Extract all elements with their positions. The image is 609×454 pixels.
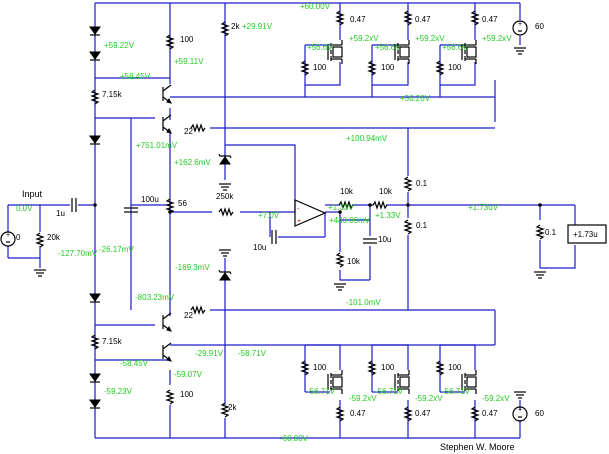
component-label-src-top: 60 [535,22,544,31]
component-label-r2k-bot: 2k [228,403,237,412]
component-label-c10u-fb: 10u [253,243,266,252]
node-voltage-label: +59.2xV [415,34,445,43]
node-voltage-label: -59.23V [104,387,133,396]
component-label-r01-top: 0.1 [416,179,428,188]
component-label-r56: 56 [178,199,187,208]
node-voltage-labels: +60.00V +59.22V +59.11V +58.45V +29.91V +59.2… [16,2,512,443]
component-label-r047-4: 0.47 [350,409,366,418]
component-label-r047-1: 0.47 [350,15,366,24]
svg-text:+: + [297,218,301,225]
node-voltage-label: +1.73uV [468,203,499,212]
node-voltage-label: +56.6V [375,43,401,52]
node-voltage-label: -56.71V [375,387,404,396]
component-label-src-in: 0 [16,233,21,242]
component-label-r100-g1: 100 [313,63,327,72]
component-label-r01-load: 0.1 [545,228,557,237]
node-voltage-label: -169.3mV [175,263,210,272]
node-voltage-label: +100.94mV [346,134,388,143]
node-voltage-label: -59.2xV [349,394,377,403]
author-credit: Stephen W. Moore [440,442,515,452]
node-voltage-label: -59.07V [174,370,203,379]
node-voltage-label: -60.00V [280,434,309,443]
component-label-r100-g2: 100 [381,63,395,72]
node-voltage-label: +162.6mV [174,158,211,167]
component-label-r100-g3: 100 [448,63,462,72]
node-voltage-label: -56.71V [442,387,471,396]
node-voltage-label: -59.2xV [415,394,443,403]
component-label-r01-bot: 0.1 [416,221,428,230]
component-label-r047-5: 0.47 [415,409,431,418]
node-voltage-label: +58.45V [120,72,151,81]
component-label-r100-b2: 100 [381,363,395,372]
component-label-c1u: 1u [56,209,65,218]
node-voltage-label: +29.91V [242,22,273,31]
node-voltage-label: +56.6V [442,43,468,52]
component-label-r100-top: 100 [180,35,194,44]
component-label-r047-3: 0.47 [482,15,498,24]
component-label-r100-b3: 100 [448,363,462,372]
node-voltage-label: +56.6V [307,43,333,52]
component-label-r10k-1: 10k [340,187,354,196]
node-voltage-label: +7.0V [258,211,280,220]
component-label-r10k-2: 10k [379,187,393,196]
node-voltage-label: +59.22V [104,41,135,50]
component-label-r100-bot: 100 [180,390,194,399]
component-label-r100-b1: 100 [313,363,327,372]
node-voltage-label: -26.17mV [99,245,134,254]
output-probe-readout: +1.73u [573,230,598,239]
component-label-r715k-bot: 7.15k [102,337,123,346]
node-voltage-label: -56.71V [307,387,336,396]
svg-text:-: - [297,206,300,213]
node-voltage-label: +59.11V [174,57,204,66]
node-voltage-label: +1.33V [375,211,401,220]
input-label: Input [22,189,43,199]
node-voltage-label: -29.91V [195,349,224,358]
node-voltage-label: +59.2xV [349,34,379,43]
node-voltage-label: +60.00V [300,2,331,11]
node-voltage-label: +751.01mV [136,141,178,150]
node-voltage-label: +1.33V [328,203,354,212]
component-label-r22-bot: 22 [184,311,193,320]
node-voltage-label: -58.71V [238,349,267,358]
node-voltage-label: -58.45V [120,359,149,368]
component-labels: 100 2k 0.47 0.47 0.47 60 100 100 100 7.15k 22 100u 5… [16,15,557,418]
component-label-r2k-top: 2k [231,22,240,31]
node-voltage-label: -803.23mV [135,293,175,302]
node-voltage-label: -101.0mV [346,298,381,307]
node-voltage-label: -59.2xV [482,394,510,403]
node-voltage-label: -127.70mV [58,249,98,258]
component-label-r22-top: 22 [184,127,193,136]
node-voltage-label: +440.09mV [329,216,371,225]
components: - + [0,10,607,422]
component-label-r20k: 20k [47,233,61,242]
node-voltage-label: 0.0V [16,204,33,213]
node-voltage-label: +56.26V [400,94,431,103]
component-label-r10k-v: 10k [347,257,361,266]
component-label-c100u: 100u [141,195,159,204]
wires [7,2,576,439]
component-label-r250k: 250k [216,192,234,201]
component-label-src-bot: 60 [535,409,544,418]
component-label-r715k-top: 7.15k [102,90,123,99]
component-label-r047-2: 0.47 [415,15,431,24]
node-voltage-label: +59.2xV [482,34,512,43]
component-label-c10u-out: 10u [378,235,391,244]
component-label-r047-6: 0.47 [482,409,498,418]
